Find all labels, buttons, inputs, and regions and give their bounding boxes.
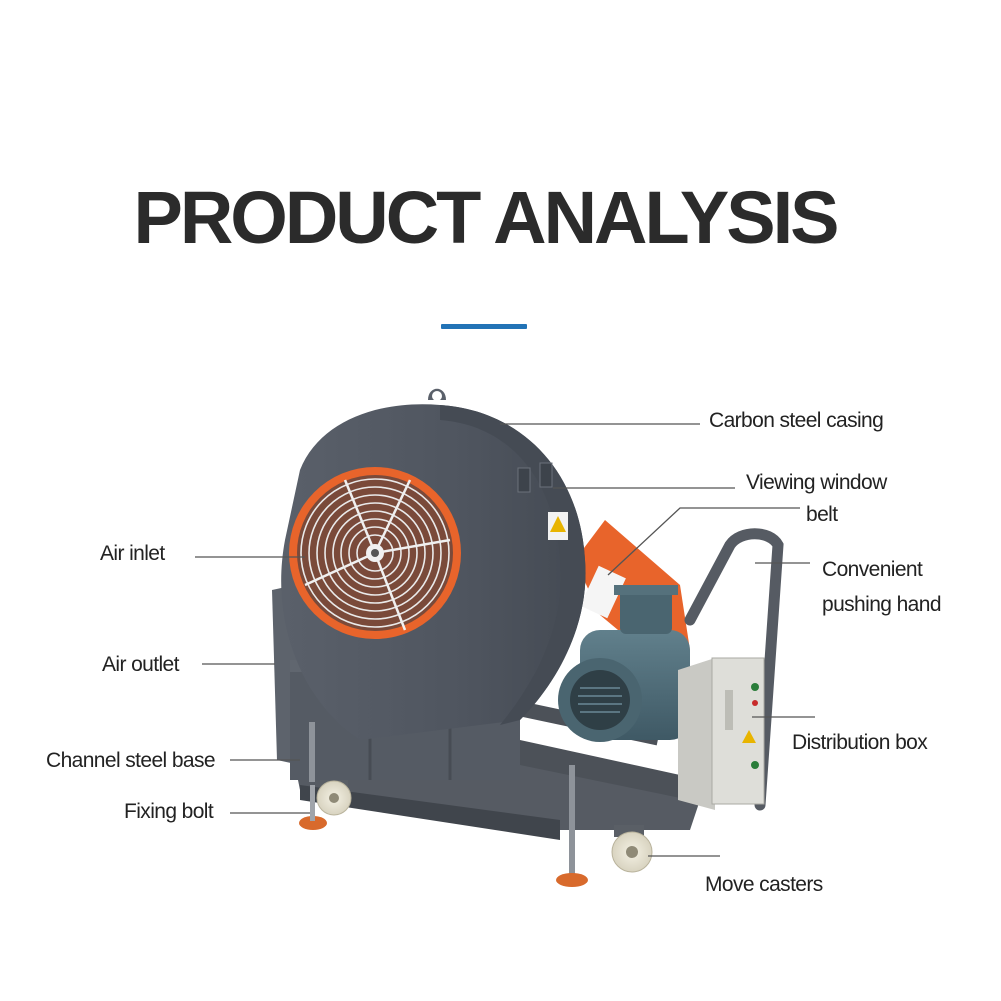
distribution-box — [678, 657, 765, 810]
label-convenient-line2: pushing hand — [822, 593, 942, 616]
fixing-bolt-right — [556, 765, 588, 887]
label-carbon-steel-casing: Carbon steel casing — [709, 409, 884, 432]
label-distribution-box: Distribution box — [792, 731, 928, 754]
viewing-window — [517, 462, 553, 493]
label-viewing-window: Viewing window — [746, 471, 887, 494]
label-move-casters: Move casters — [705, 873, 823, 896]
label-convenient-line1: Convenient — [822, 558, 923, 581]
fixing-bolt-left — [299, 722, 327, 830]
caster-right — [611, 825, 653, 873]
page-title: PRODUCT ANALYSIS — [133, 176, 839, 259]
label-channel-steel-base: Channel steel base — [46, 749, 216, 772]
title-accent-bar — [441, 324, 527, 329]
caster-left — [316, 780, 352, 816]
label-air-outlet: Air outlet — [102, 653, 179, 676]
motor — [558, 585, 690, 742]
label-air-inlet: Air inlet — [100, 542, 165, 565]
air-inlet-guard — [289, 467, 461, 639]
leader-belt — [607, 507, 800, 576]
label-fixing-bolt: Fixing bolt — [124, 800, 214, 823]
callout-lines — [195, 423, 815, 857]
label-belt: belt — [806, 503, 838, 526]
pushing-hand — [684, 528, 784, 811]
